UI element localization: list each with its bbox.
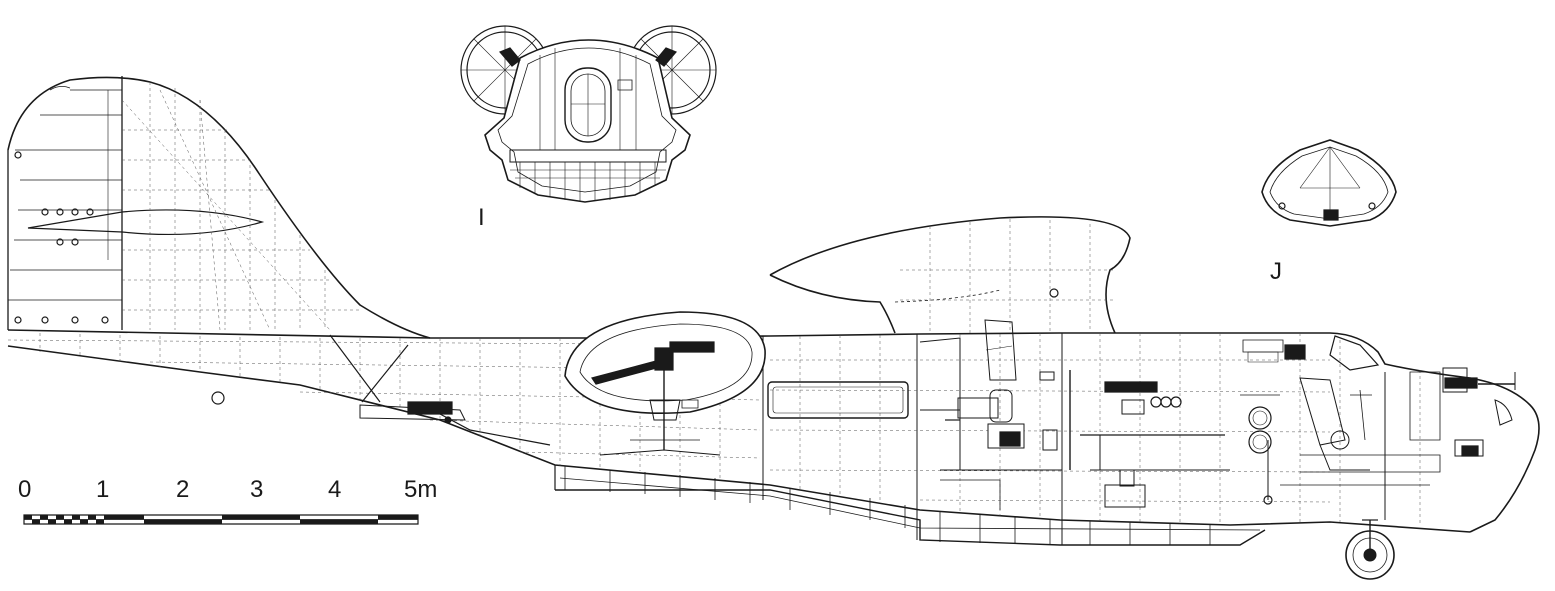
- section-i-label: I: [478, 204, 485, 231]
- tunnel-gun: [330, 335, 550, 445]
- nose-landing-gear: [1346, 520, 1394, 579]
- scale-tick-3: 3: [250, 476, 264, 503]
- scale-tick-0: 0: [18, 476, 32, 503]
- scale-bar-segments: [24, 515, 418, 524]
- section-i-cross-section: [461, 26, 716, 202]
- scale-tick-5m: 5m: [404, 476, 438, 503]
- section-j-cross-section: [1262, 140, 1396, 226]
- forward-compartment-interior: [1070, 340, 1305, 507]
- waist-blister: [565, 312, 765, 455]
- section-j-label: J: [1270, 258, 1282, 285]
- parasol-wing: [770, 217, 1130, 333]
- scale-tick-1: 1: [96, 476, 110, 503]
- mid-section-interior: [768, 320, 1062, 510]
- cockpit-and-nose: [1280, 336, 1515, 520]
- tail-fin: [8, 76, 430, 338]
- scale-tick-4: 4: [328, 476, 342, 503]
- scale-tick-2: 2: [176, 476, 190, 503]
- fuselage-outline: [8, 330, 1539, 545]
